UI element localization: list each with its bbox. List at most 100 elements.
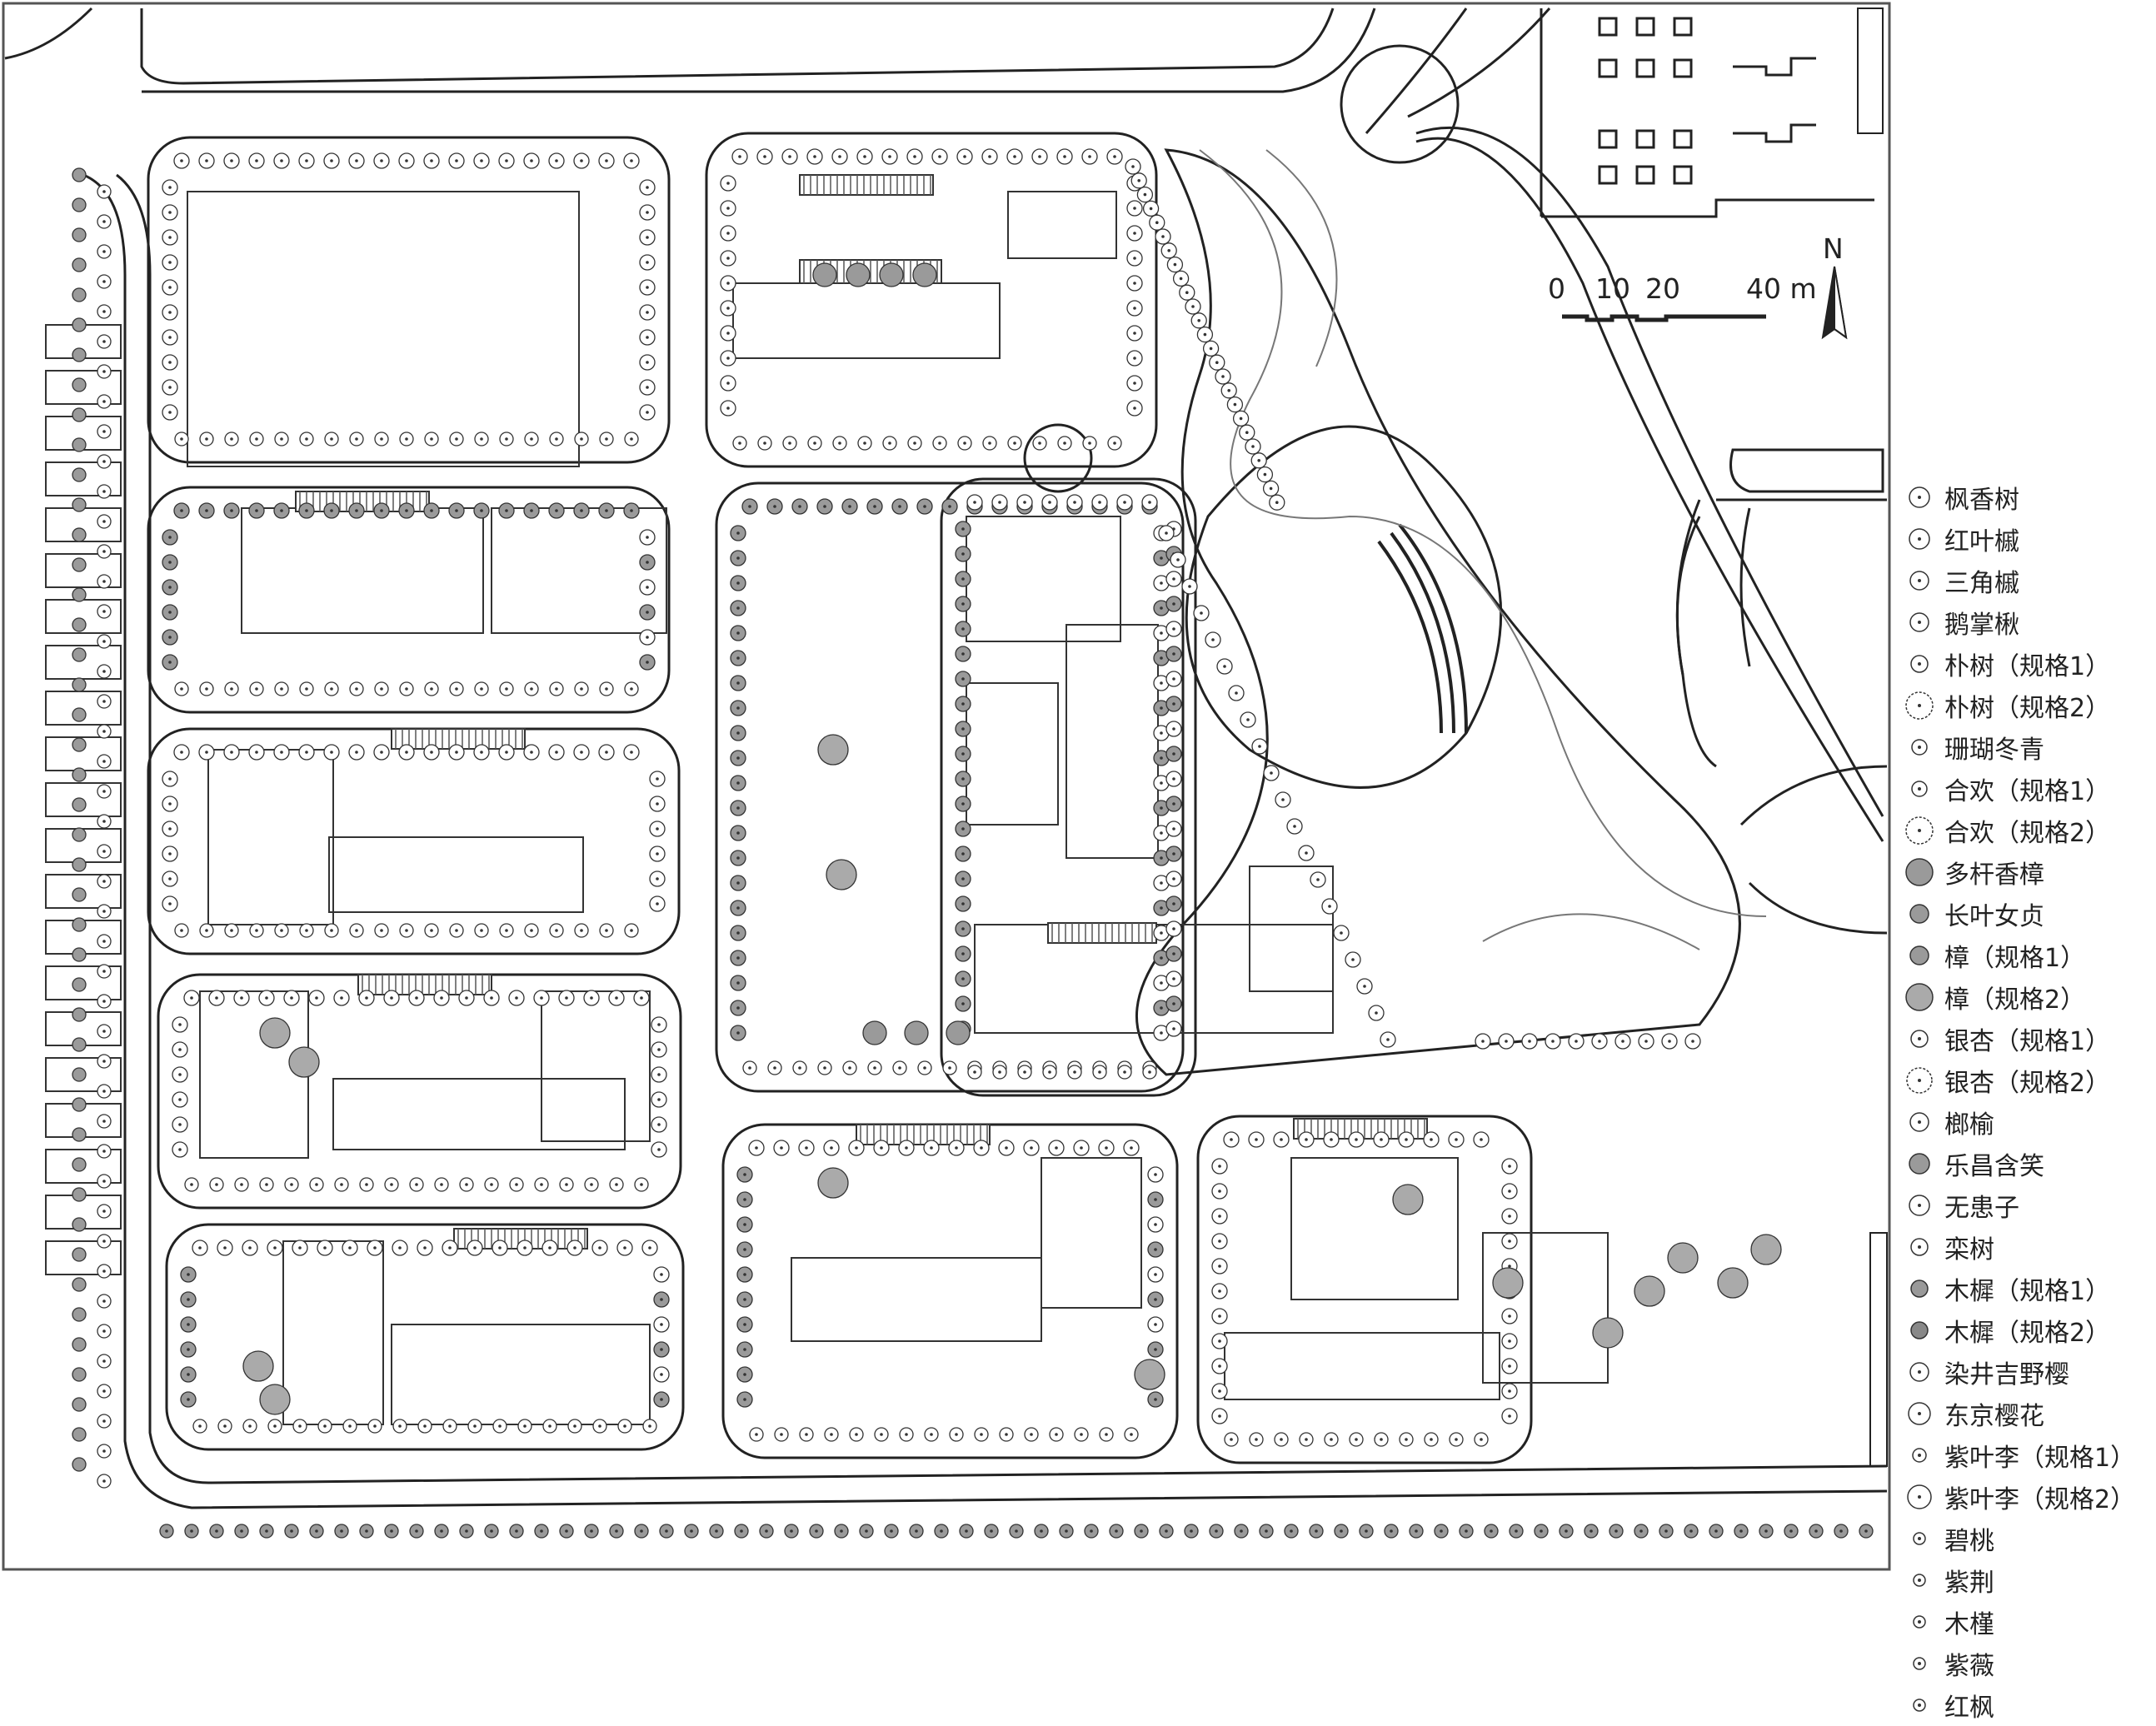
tree-symbol xyxy=(97,1204,112,1219)
tree-symbol xyxy=(223,744,240,761)
tree-symbol xyxy=(267,1240,283,1256)
small-building xyxy=(1598,165,1618,185)
tree-symbol xyxy=(617,1419,632,1434)
city-block xyxy=(165,1223,685,1451)
tree-symbol xyxy=(1232,410,1250,427)
tree-symbol xyxy=(72,407,87,422)
tree-symbol xyxy=(1165,696,1182,712)
legend-label: 银杏（规格2） xyxy=(1944,1069,2111,1098)
tree-symbol xyxy=(882,436,897,451)
tree-symbol xyxy=(639,329,656,346)
tree-symbol xyxy=(1153,1000,1170,1016)
tree-symbol xyxy=(1473,1131,1490,1148)
tree-symbol xyxy=(736,1191,753,1208)
camphor-small-symbol xyxy=(1909,945,1929,965)
tree-symbol xyxy=(999,1427,1014,1442)
tree-symbol xyxy=(323,744,340,761)
tree-symbol xyxy=(72,1397,87,1412)
tree-symbol xyxy=(249,681,264,696)
tree-symbol xyxy=(72,497,87,512)
tree-symbol xyxy=(639,229,656,246)
tree-symbol xyxy=(72,557,87,572)
tree-symbol xyxy=(1251,738,1268,755)
legend-label: 染井吉野樱 xyxy=(1944,1360,2069,1389)
tree-symbol xyxy=(172,1041,188,1058)
tree-symbol xyxy=(162,604,178,621)
legend-item: 红叶槭 xyxy=(1901,518,2151,560)
tree-symbol xyxy=(720,375,736,392)
tree-symbol xyxy=(434,1524,449,1539)
legend-item: 樟（规格1） xyxy=(1901,935,2151,976)
tree-symbol xyxy=(1809,1524,1824,1539)
plaza-circle xyxy=(1023,423,1093,493)
tree-symbol xyxy=(72,767,87,782)
tokyo-cherry-symbol xyxy=(1908,1402,1931,1425)
tree-symbol xyxy=(1165,970,1182,987)
tree-symbol xyxy=(1165,1020,1182,1037)
tree-symbol xyxy=(72,1307,87,1322)
tree-symbol xyxy=(72,947,87,962)
silk-tree-large-symbol xyxy=(1905,816,1934,845)
legend-item: 木槿 xyxy=(1901,1601,2151,1643)
tree-symbol xyxy=(948,1140,965,1156)
tree-symbol xyxy=(523,152,540,169)
tree-symbol xyxy=(1126,250,1143,267)
tree-symbol xyxy=(1125,158,1141,175)
goldenrain-tree-symbol xyxy=(1910,1238,1929,1256)
building-outline xyxy=(541,990,651,1142)
tree-symbol xyxy=(162,579,178,596)
city-block xyxy=(705,132,1158,468)
tree-symbol xyxy=(730,575,746,591)
tree-symbol xyxy=(1759,1524,1774,1539)
road-lines xyxy=(4,7,1888,1509)
tree-symbol xyxy=(756,148,773,165)
tree-symbol xyxy=(198,152,215,169)
tree-symbol xyxy=(97,424,112,439)
tree-symbol xyxy=(97,1474,112,1489)
tree-symbol xyxy=(651,1091,667,1108)
tree-symbol xyxy=(523,502,540,519)
tree-symbol xyxy=(409,1524,424,1539)
tree-symbol xyxy=(523,744,540,761)
tree-symbol xyxy=(1211,1283,1228,1299)
city-block xyxy=(147,727,681,955)
tree-symbol xyxy=(524,923,539,938)
tree-symbol xyxy=(567,1419,582,1434)
tree-symbol xyxy=(273,502,290,519)
tree-symbol xyxy=(1638,1033,1654,1050)
tree-symbol xyxy=(1134,1359,1165,1390)
tree-symbol xyxy=(1196,326,1214,343)
tree-symbol xyxy=(1459,1524,1474,1539)
tree-symbol xyxy=(923,1140,940,1156)
tree-symbol xyxy=(398,744,415,761)
tree-symbol xyxy=(162,304,178,321)
tree-symbol xyxy=(259,1524,274,1539)
ginkgo-small-symbol xyxy=(1910,1030,1929,1048)
tree-symbol xyxy=(898,1140,915,1156)
tree-symbol xyxy=(624,432,639,446)
tree-symbol xyxy=(267,1419,282,1434)
tree-symbol xyxy=(742,1060,757,1075)
tree-symbol xyxy=(1056,148,1073,165)
tree-symbol xyxy=(807,436,822,451)
tree-symbol xyxy=(1223,1131,1240,1148)
tree-symbol xyxy=(991,494,1008,511)
tree-symbol xyxy=(1153,575,1170,591)
legend-item: 长叶女贞 xyxy=(1901,893,2151,935)
tree-symbol xyxy=(209,1177,224,1192)
tree-symbol xyxy=(1734,1524,1749,1539)
tree-symbol xyxy=(649,846,666,862)
tree-symbol xyxy=(373,744,390,761)
legend-label: 樟（规格2） xyxy=(1944,985,2086,1015)
tree-symbol xyxy=(639,629,656,646)
tree-symbol xyxy=(1584,1524,1599,1539)
tree-symbol xyxy=(162,771,178,787)
tree-symbol xyxy=(1006,148,1023,165)
tree-symbol xyxy=(498,152,515,169)
tree-symbol xyxy=(97,574,112,589)
legend-label: 合欢（规格2） xyxy=(1944,819,2111,848)
tree-symbol xyxy=(1424,1432,1439,1447)
tree-symbol xyxy=(955,646,971,662)
tree-symbol xyxy=(97,244,112,259)
tree-symbol xyxy=(1211,1333,1228,1349)
